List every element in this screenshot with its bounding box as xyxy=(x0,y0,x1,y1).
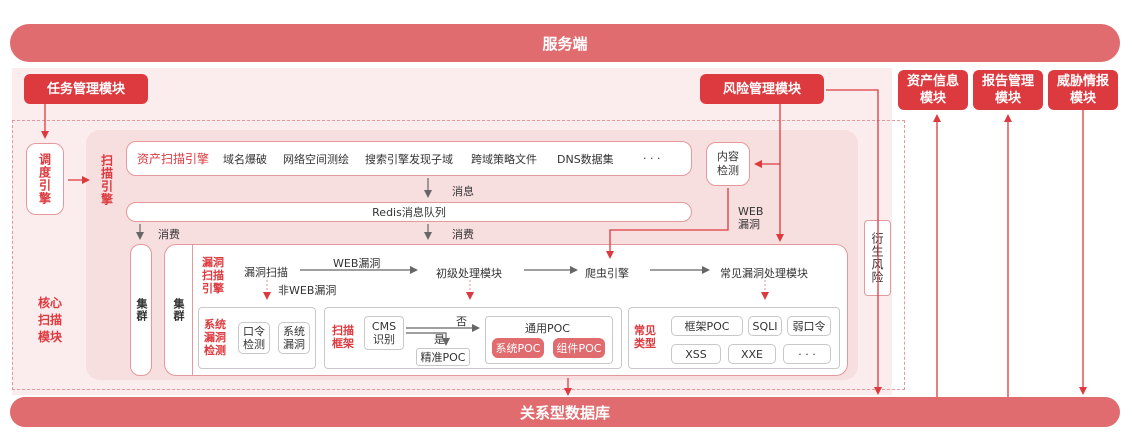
scan-engine-text: 扫描引擎 xyxy=(99,154,114,206)
asset-item: DNS数据集 xyxy=(557,152,614,166)
asset-item: 跨域策略文件 xyxy=(471,152,537,166)
derived-risk-label: 衍生风险 xyxy=(870,232,884,284)
database-bar: 关系型数据库 xyxy=(10,397,1120,427)
crawler-engine: 爬虫引擎 xyxy=(585,267,629,280)
cluster-inner-label: 集群 xyxy=(172,298,185,322)
system-poc: 系统POC xyxy=(492,338,544,358)
task-module: 任务管理模块 xyxy=(24,74,148,104)
arrow-risk-to-db xyxy=(826,89,882,395)
asset-item: · · · xyxy=(643,152,661,165)
asset-item: 网络空间测绘 xyxy=(283,152,349,166)
cms-identify: CMS 识别 xyxy=(364,316,404,350)
cluster-inner: 集群 xyxy=(170,280,186,340)
precise-poc: 精准POC xyxy=(416,348,470,366)
web-vuln-flow-label: WEB漏洞 xyxy=(333,257,381,270)
asset-scan-engine-title: 资产扫描引擎 xyxy=(137,152,210,166)
common-vuln-module: 常见漏洞处理模块 xyxy=(720,267,808,280)
yes-label: 是 xyxy=(434,333,445,346)
core-scan-module-label: 核心 扫描 模块 xyxy=(37,295,62,344)
arrow-cms-yes xyxy=(406,332,450,346)
component-poc: 组件POC xyxy=(553,338,605,358)
cluster-outer-label: 集群 xyxy=(135,298,148,322)
system-vuln-item: 系统 漏洞 xyxy=(278,322,310,354)
asset-item: 域名爆破 xyxy=(223,152,267,166)
common-types-title: 常见 类型 xyxy=(634,324,656,350)
asset-item: 搜索引擎发现子域 xyxy=(365,152,453,166)
asset-info-module: 资产信息 模块 xyxy=(898,70,968,110)
redis-queue: Redis消息队列 xyxy=(126,202,692,222)
threat-module: 威胁情报 模块 xyxy=(1048,70,1118,110)
consume-right-label: 消费 xyxy=(452,228,474,241)
asset-scan-engine: 资产扫描引擎 域名爆破 网络空间测绘 搜索引擎发现子域 跨域策略文件 DNS数据… xyxy=(126,141,692,176)
system-vuln-title: 系统 漏洞 检测 xyxy=(204,318,226,357)
password-detect: 口令 检测 xyxy=(238,322,270,354)
consume-left-label: 消费 xyxy=(158,228,180,241)
sqli: SQLI xyxy=(748,316,782,336)
cluster-divider xyxy=(192,244,193,376)
more-types: · · · xyxy=(783,344,831,364)
primary-module: 初级处理模块 xyxy=(436,267,502,280)
non-web-vuln-label: 非WEB漏洞 xyxy=(278,284,337,297)
schedule-engine: 调度引擎 xyxy=(26,143,64,215)
scan-framework-title: 扫描 框架 xyxy=(332,324,354,350)
cluster-outer: 集群 xyxy=(130,244,152,376)
vuln-scan-engine-title: 漏洞 扫描 引擎 xyxy=(202,256,224,295)
schedule-engine-label: 调度引擎 xyxy=(37,153,52,205)
risk-module: 风险管理模块 xyxy=(700,74,824,104)
general-poc-title: 通用POC xyxy=(525,322,570,335)
report-module: 报告管理 模块 xyxy=(973,70,1043,110)
xxe: XXE xyxy=(728,344,776,364)
framework-poc: 框架POC xyxy=(671,316,743,336)
web-vuln-label: WEB 漏洞 xyxy=(738,205,764,231)
arrow-risk-to-content xyxy=(754,104,781,168)
vuln-scan-label: 漏洞扫描 xyxy=(244,266,288,279)
server-bar: 服务端 xyxy=(10,24,1120,62)
weak-password: 弱口令 xyxy=(787,316,831,336)
message-label: 消息 xyxy=(452,185,474,198)
xss: XSS xyxy=(671,344,721,364)
core-dashed-region xyxy=(12,120,905,390)
scan-engine-label: 扫描引擎 xyxy=(97,150,117,210)
arrow-content-to-crawler xyxy=(606,188,729,259)
no-label: 否 xyxy=(456,315,467,328)
content-detect: 内容 检测 xyxy=(706,142,750,186)
